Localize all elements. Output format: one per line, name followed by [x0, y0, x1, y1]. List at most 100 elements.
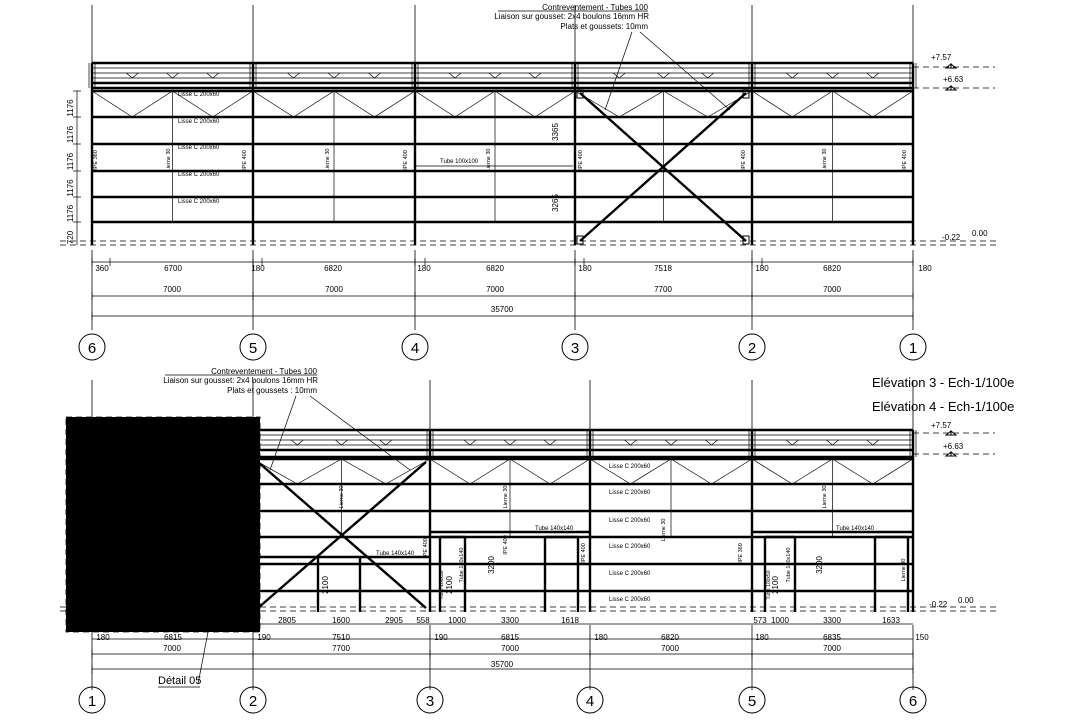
dim-value: 150 [915, 633, 929, 642]
roof-mark [786, 439, 793, 446]
tube-label: Tube 140x140 [376, 551, 415, 557]
roof-mark [792, 439, 799, 446]
truss-diagonal [872, 90, 914, 118]
roof-mark [368, 72, 375, 79]
level-label: +7.57 [931, 421, 952, 430]
roof-mark [619, 72, 626, 79]
axis-bubble [78, 686, 106, 714]
roof-mark [534, 72, 542, 79]
member-label: Tube 100x50 [766, 570, 772, 599]
member-label: Lierne 30 [661, 519, 667, 542]
dim-value: 7000 [823, 644, 841, 653]
dim-value: 1633 [882, 616, 900, 625]
dim-value: 6820 [661, 633, 679, 642]
dim-value: 360 [95, 264, 109, 273]
member-label: Lierne 30 [166, 149, 172, 172]
dim-value: 7000 [501, 644, 519, 653]
height-dim: 1176 [66, 572, 75, 590]
truss-diagonal [751, 90, 793, 118]
dim-value: 7000 [486, 285, 504, 294]
roof-mark [291, 439, 298, 446]
lisse-label: Lisse C 200x60 [609, 518, 651, 524]
dim-value: 3300 [501, 616, 519, 625]
roof-mark [335, 439, 342, 446]
door-height: 3200 [145, 563, 154, 581]
truss-diagonal [172, 90, 213, 118]
dim-value: 180 [594, 633, 608, 642]
dim-value: 6820 [324, 264, 342, 273]
axis-bubble [576, 686, 604, 714]
bracing-note: Plats et goussets: 10mm [560, 22, 648, 31]
member-label: IPE 360 [93, 150, 99, 170]
member-label: IPE 450 [245, 538, 251, 558]
dim-value: 190 [257, 633, 271, 642]
bracing-note: Liaison sur gousset: 2x4 boulons 16mm HR [494, 12, 649, 21]
roof-mark [630, 439, 637, 446]
dim-value: 7000 [163, 644, 181, 653]
level-label: +7.57 [931, 53, 952, 62]
dim-value: 180 [578, 264, 592, 273]
member-label: Lierne 30 [161, 459, 167, 482]
door-height: 2100 [107, 576, 116, 594]
dim-value: 180 [755, 264, 769, 273]
member-label: Lierne 30 [503, 486, 509, 509]
bracing-note: Plats et goussets : 10mm [227, 386, 317, 395]
door-height: 2100 [321, 576, 330, 594]
truss-diagonal [429, 458, 471, 485]
title-elevation-3: Elévation 3 - Ech-1/100e [872, 375, 1015, 390]
roof-mark [463, 439, 471, 446]
dim-value: 573 [753, 616, 767, 625]
roof-mark [832, 439, 839, 446]
leader-line [309, 395, 411, 471]
lisse-label: Lisse C 200x60 [609, 597, 651, 603]
axis-number: 6 [909, 693, 917, 710]
roof-mark [206, 72, 213, 79]
lisse-label: Lisse C 200x60 [178, 172, 220, 178]
member-label: IPE 400 [581, 543, 587, 563]
axis-bubble [239, 686, 267, 714]
truss-diagonal [832, 90, 873, 118]
truss-diagonal [792, 458, 833, 485]
roof-mark [705, 439, 712, 446]
detail-leader [177, 509, 247, 529]
truss-diagonal [792, 90, 833, 118]
lisse-label: Lisse C 200x60 [609, 490, 651, 496]
roof-mark [126, 72, 133, 79]
truss-diagonal [132, 90, 173, 118]
roof-mark [385, 439, 392, 446]
truss-diagonal [91, 90, 133, 118]
roof-mark [707, 72, 714, 79]
roof-mark [711, 439, 718, 446]
gusset [742, 235, 750, 245]
level-label: +6.63 [943, 442, 964, 451]
gusset [576, 235, 584, 245]
tube-label: Tube 100x100 [440, 159, 479, 165]
lisse-label: Lisse C 200x60 [609, 571, 651, 577]
axis-number: 5 [249, 340, 257, 357]
dim-value: 7510 [332, 633, 350, 642]
title-elevation-4: Elévation 4 - Ech-1/100e [872, 399, 1015, 414]
height-dim: 720 [66, 598, 75, 612]
dim-value: 558 [93, 616, 107, 625]
dim-value: 7700 [654, 285, 672, 294]
roof-mark [327, 72, 335, 79]
truss-diagonal [297, 458, 342, 485]
axis-number: 4 [411, 340, 419, 357]
door-height: 2100 [771, 576, 780, 594]
roof-mark [454, 72, 462, 79]
tube-label: Tube 140x140 [176, 526, 215, 532]
member-label: IPE 400 [423, 538, 429, 558]
roof-mark [624, 439, 631, 446]
roof-mark [549, 439, 557, 446]
truss-diagonal [454, 90, 496, 118]
roof-mark [786, 72, 793, 79]
truss-diagonal [619, 90, 664, 118]
truss-diagonal [711, 458, 753, 485]
dim-value: 7000 [325, 285, 343, 294]
gusset [576, 89, 584, 99]
truss-diagonal [385, 458, 431, 485]
height-dim: 1176 [66, 545, 75, 563]
detail-05-label: Détail 05 [158, 675, 201, 687]
member-label: IPE 400 [84, 490, 90, 510]
member-label: Tube 100x50 [116, 570, 122, 599]
